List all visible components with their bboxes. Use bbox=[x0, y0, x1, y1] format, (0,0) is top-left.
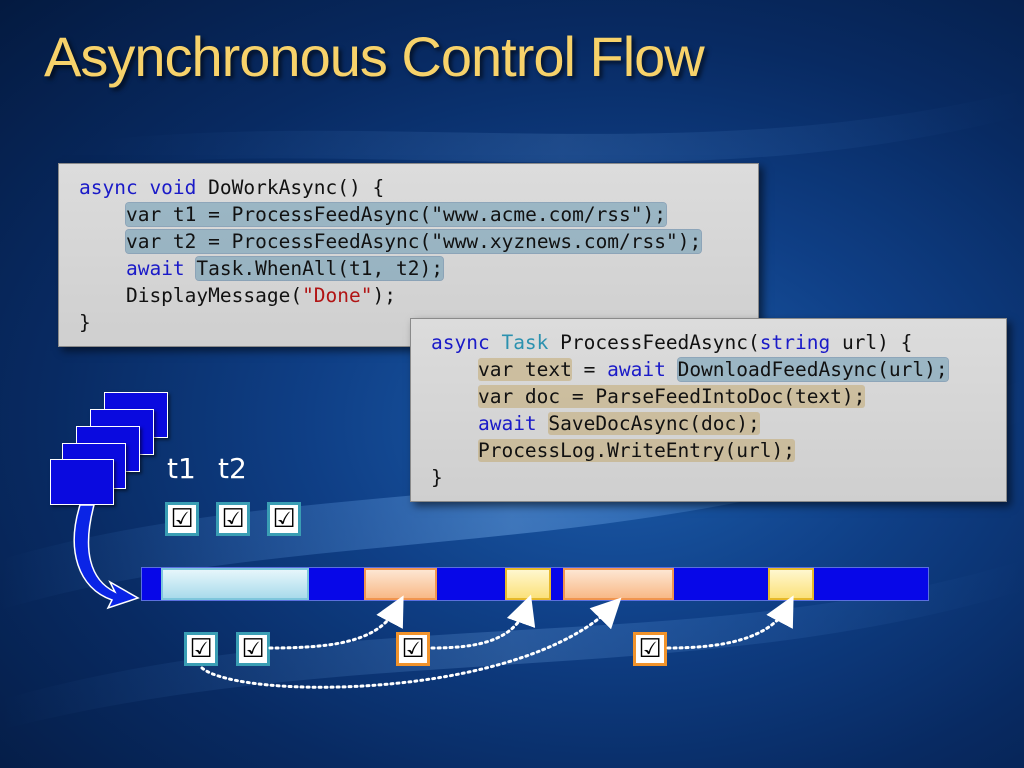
code-line: DisplayMessage("Done"); bbox=[79, 283, 396, 309]
code-token: url) { bbox=[830, 331, 913, 354]
code-token: ); bbox=[372, 284, 396, 307]
code-line: var text = await DownloadFeedAsync(url); bbox=[431, 357, 948, 383]
code-line: } bbox=[79, 310, 91, 336]
code-token: } bbox=[431, 466, 443, 489]
code-token: ProcessFeedAsync( bbox=[548, 331, 760, 354]
code-token: Task bbox=[501, 331, 549, 354]
code-token: string bbox=[759, 331, 831, 354]
checkbox-icon: ☑ bbox=[396, 632, 430, 666]
timeline-segment-download bbox=[161, 568, 309, 600]
code-token: DoWorkAsync() { bbox=[208, 176, 385, 199]
checkbox-icon: ☑ bbox=[236, 632, 270, 666]
arrow-t2-to-parse bbox=[268, 595, 404, 650]
checkbox-icon: ☑ bbox=[267, 502, 301, 536]
code-token: var doc = ParseFeedIntoDoc(text); bbox=[477, 385, 866, 408]
code-line: var t1 = ProcessFeedAsync("www.acme.com/… bbox=[79, 202, 667, 228]
checkbox-icon: ☑ bbox=[633, 632, 667, 666]
timeline-segment-save bbox=[505, 568, 551, 600]
code-token: SaveDocAsync(doc); bbox=[548, 412, 760, 435]
task-label-t2: t2 bbox=[218, 452, 247, 485]
code-token: Task.WhenAll(t1, t2); bbox=[196, 257, 443, 280]
arrow-to-save bbox=[430, 594, 536, 650]
timeline-segment-parse-2 bbox=[563, 568, 674, 600]
slide-title: Asynchronous Control Flow bbox=[44, 25, 705, 88]
code-token: = bbox=[571, 358, 608, 381]
code-token: DownloadFeedAsync(url); bbox=[677, 358, 948, 381]
timeline-segment-parse bbox=[364, 568, 437, 600]
code-line: var t2 = ProcessFeedAsync("www.xyznews.c… bbox=[79, 229, 702, 255]
task-label-t1: t1 bbox=[167, 452, 196, 485]
code-line: async Task ProcessFeedAsync(string url) … bbox=[431, 330, 912, 356]
code-token bbox=[79, 230, 126, 253]
code-token: var text bbox=[477, 358, 572, 381]
code-token bbox=[79, 257, 126, 280]
checkbox-icon: ☑ bbox=[165, 502, 199, 536]
code-line: var doc = ParseFeedIntoDoc(text); bbox=[431, 384, 866, 410]
arrow-to-log bbox=[666, 595, 794, 650]
code-token: var t2 = ProcessFeedAsync("www.xyznews.c… bbox=[125, 230, 702, 253]
code-token bbox=[431, 439, 478, 462]
timeline-bar bbox=[141, 567, 929, 601]
code-panel-do-work-async: async void DoWorkAsync() { var t1 = Proc… bbox=[58, 163, 759, 347]
checkbox-icon: ☑ bbox=[216, 502, 250, 536]
code-token bbox=[79, 203, 126, 226]
code-token bbox=[431, 385, 478, 408]
code-token: await bbox=[125, 257, 197, 280]
code-token bbox=[431, 358, 478, 381]
code-panel-process-feed-async: async Task ProcessFeedAsync(string url) … bbox=[410, 318, 1007, 502]
stack-card bbox=[50, 459, 114, 505]
code-line: await SaveDocAsync(doc); bbox=[431, 411, 760, 437]
code-token: async bbox=[431, 331, 502, 354]
code-token: await bbox=[607, 358, 678, 381]
code-line: } bbox=[431, 465, 443, 491]
code-token: "Done" bbox=[302, 284, 373, 307]
timeline-segment-log bbox=[768, 568, 814, 600]
code-line: async void DoWorkAsync() { bbox=[79, 175, 384, 201]
checkbox-icon: ☑ bbox=[184, 632, 218, 666]
code-token: var t1 = ProcessFeedAsync("www.acme.com/… bbox=[125, 203, 667, 226]
code-token bbox=[431, 412, 478, 435]
code-token: await bbox=[477, 412, 549, 435]
code-token: async void bbox=[79, 176, 209, 199]
code-line: ProcessLog.WriteEntry(url); bbox=[431, 438, 795, 464]
code-line: await Task.WhenAll(t1, t2); bbox=[79, 256, 443, 282]
code-token: } bbox=[79, 311, 91, 334]
code-token: ProcessLog.WriteEntry(url); bbox=[477, 439, 795, 462]
code-token: DisplayMessage( bbox=[79, 284, 303, 307]
